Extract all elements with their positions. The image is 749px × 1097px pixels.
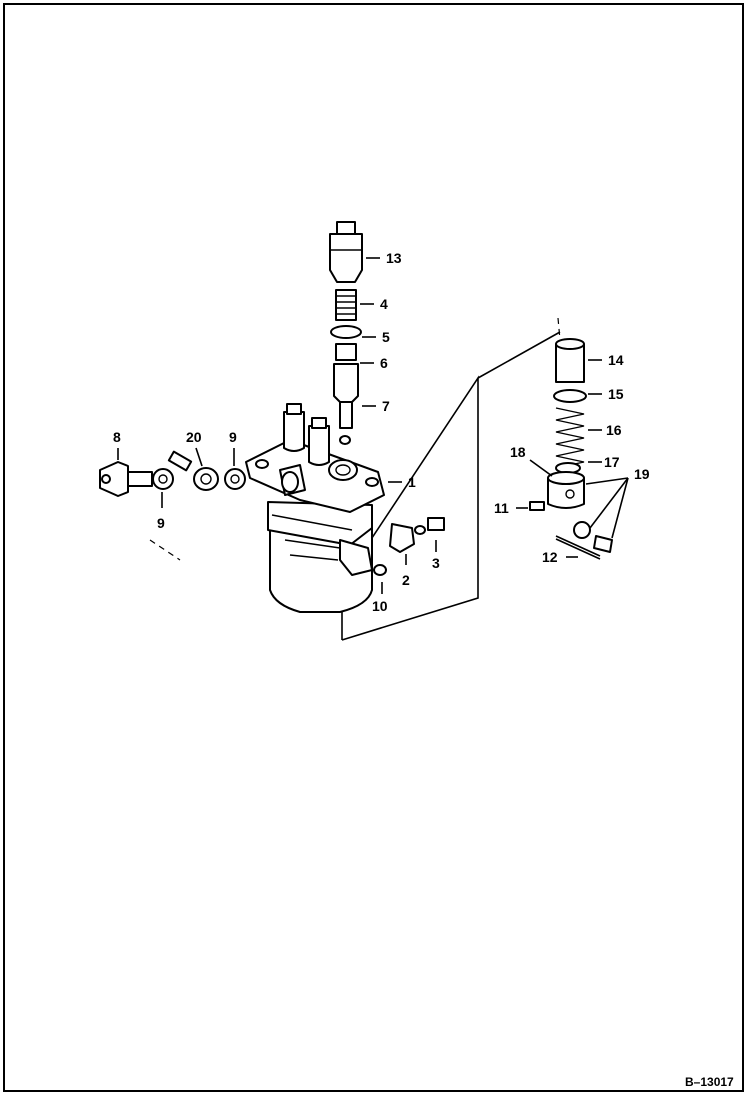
side-delivery-fittings (99, 450, 246, 497)
callout-17: 17 (604, 454, 620, 470)
delivery-valve-stack (329, 221, 363, 445)
align-dash-2 (557, 317, 561, 341)
callout-14: 14 (608, 352, 624, 368)
callout-18: 18 (510, 444, 526, 460)
diagram-frame (3, 3, 744, 1092)
callout-2: 2 (402, 572, 410, 588)
callout-10: 10 (372, 598, 388, 614)
callout-6: 6 (380, 355, 388, 371)
callout-9-upper: 9 (229, 429, 237, 445)
align-dash-1 (149, 539, 181, 561)
group-bracket-top (477, 331, 561, 379)
callout-19: 19 (634, 466, 650, 482)
callout-13: 13 (386, 250, 402, 266)
callout-11: 11 (494, 500, 509, 516)
stop-lever-hardware (389, 517, 445, 553)
figure-id: B–13017 (685, 1075, 734, 1089)
callout-20: 20 (186, 429, 202, 445)
plunger-assembly (529, 338, 613, 560)
callout-9-lower: 9 (157, 515, 165, 531)
callout-15: 15 (608, 386, 624, 402)
leader-lines (117, 257, 629, 594)
callout-12: 12 (542, 549, 558, 565)
callout-3: 3 (432, 555, 440, 571)
callout-16: 16 (606, 422, 622, 438)
callout-1: 1 (408, 474, 416, 490)
callout-4: 4 (380, 296, 388, 312)
callout-7: 7 (382, 398, 390, 414)
pump-body (245, 403, 387, 613)
callout-5: 5 (382, 329, 390, 345)
callout-8: 8 (113, 429, 121, 445)
